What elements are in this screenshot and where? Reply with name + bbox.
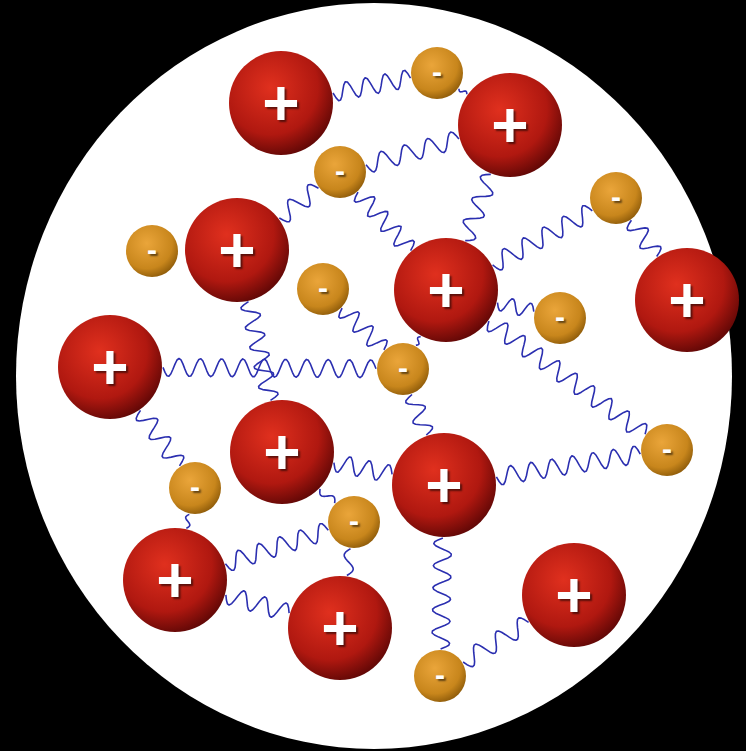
ion-circle: + <box>123 528 227 632</box>
white-disc <box>16 3 732 749</box>
charge-minus: - <box>318 273 328 303</box>
circle-fill <box>641 424 693 476</box>
wavy-bond <box>226 591 289 618</box>
charge-minus: - <box>349 506 359 536</box>
ion-circle: + <box>458 73 562 177</box>
electron-circle: - <box>314 146 366 198</box>
charge-plus: + <box>555 563 592 627</box>
circle-fill <box>123 528 227 632</box>
circle-fill <box>297 263 349 315</box>
wavy-bond <box>432 538 451 649</box>
circle-fill <box>314 146 366 198</box>
circle-fill <box>169 462 221 514</box>
charge-minus: - <box>662 434 672 464</box>
wavy-bond <box>136 410 184 466</box>
wavy-bond <box>163 359 376 378</box>
circle-fill <box>230 400 334 504</box>
charge-minus: - <box>335 156 345 186</box>
charge-minus: - <box>611 182 621 212</box>
circle-fill <box>394 238 498 342</box>
wavy-bond <box>241 302 278 401</box>
circle-fill <box>635 248 739 352</box>
electron-circle: - <box>641 424 693 476</box>
wavy-bond <box>627 220 661 256</box>
circle-fill <box>229 51 333 155</box>
charge-plus: + <box>218 218 255 282</box>
charge-plus: + <box>263 420 300 484</box>
wavy-bond <box>186 514 190 528</box>
circle-fill <box>392 433 496 537</box>
ion-circle: + <box>635 248 739 352</box>
charge-plus: + <box>262 71 299 135</box>
wavy-bond <box>406 395 433 436</box>
wavy-bond <box>334 457 392 480</box>
wavy-bond <box>463 618 528 667</box>
wavy-bond <box>493 206 593 270</box>
ion-circle: + <box>230 400 334 504</box>
electron-circle: - <box>377 343 429 395</box>
circle-fill <box>458 73 562 177</box>
circle-fill <box>288 576 392 680</box>
wavy-bond <box>463 174 492 240</box>
electron-circle: - <box>169 462 221 514</box>
ion-circle: + <box>229 51 333 155</box>
ion-circle: + <box>185 198 289 302</box>
circle-fill <box>126 225 178 277</box>
electron-circle: - <box>328 496 380 548</box>
charge-minus: - <box>190 472 200 502</box>
ion-circle: + <box>394 238 498 342</box>
wavy-bond <box>498 299 534 315</box>
ion-circle: + <box>522 543 626 647</box>
circle-fill <box>377 343 429 395</box>
wavy-bond <box>459 89 467 95</box>
electron-circle: - <box>297 263 349 315</box>
charge-minus: - <box>435 660 445 690</box>
charge-plus: + <box>425 453 462 517</box>
wavy-bond <box>366 132 459 172</box>
charge-plus: + <box>491 93 528 157</box>
wavy-bond <box>496 447 640 485</box>
circle-fill <box>185 198 289 302</box>
wavy-bond <box>279 185 318 222</box>
charge-plus: + <box>427 258 464 322</box>
circle-fill <box>522 543 626 647</box>
ion-circle: + <box>392 433 496 537</box>
electron-circle: - <box>414 650 466 702</box>
wavy-bond <box>333 70 411 100</box>
circle-fill <box>590 172 642 224</box>
electron-circle: - <box>590 172 642 224</box>
ion-circle: + <box>58 315 162 419</box>
circle-fill <box>58 315 162 419</box>
circle-fill <box>534 292 586 344</box>
charge-plus: + <box>91 335 128 399</box>
circle-fill <box>411 47 463 99</box>
charge-minus: - <box>147 235 157 265</box>
charge-plus: + <box>668 268 705 332</box>
electron-circle: - <box>534 292 586 344</box>
wavy-bond <box>320 489 335 503</box>
wavy-bond <box>339 308 387 350</box>
wavy-bond <box>354 192 414 251</box>
charge-minus: - <box>398 353 408 383</box>
charge-plus: + <box>321 596 358 660</box>
wavy-bond <box>416 337 421 346</box>
charge-plus: + <box>156 548 193 612</box>
ion-circle: + <box>288 576 392 680</box>
electron-circle: - <box>411 47 463 99</box>
circle-fill <box>414 650 466 702</box>
circle-fill <box>328 496 380 548</box>
electron-circle: - <box>126 225 178 277</box>
wavy-bond <box>225 524 328 571</box>
charge-minus: - <box>432 57 442 87</box>
wavy-bond <box>344 549 353 576</box>
charge-minus: - <box>555 302 565 332</box>
